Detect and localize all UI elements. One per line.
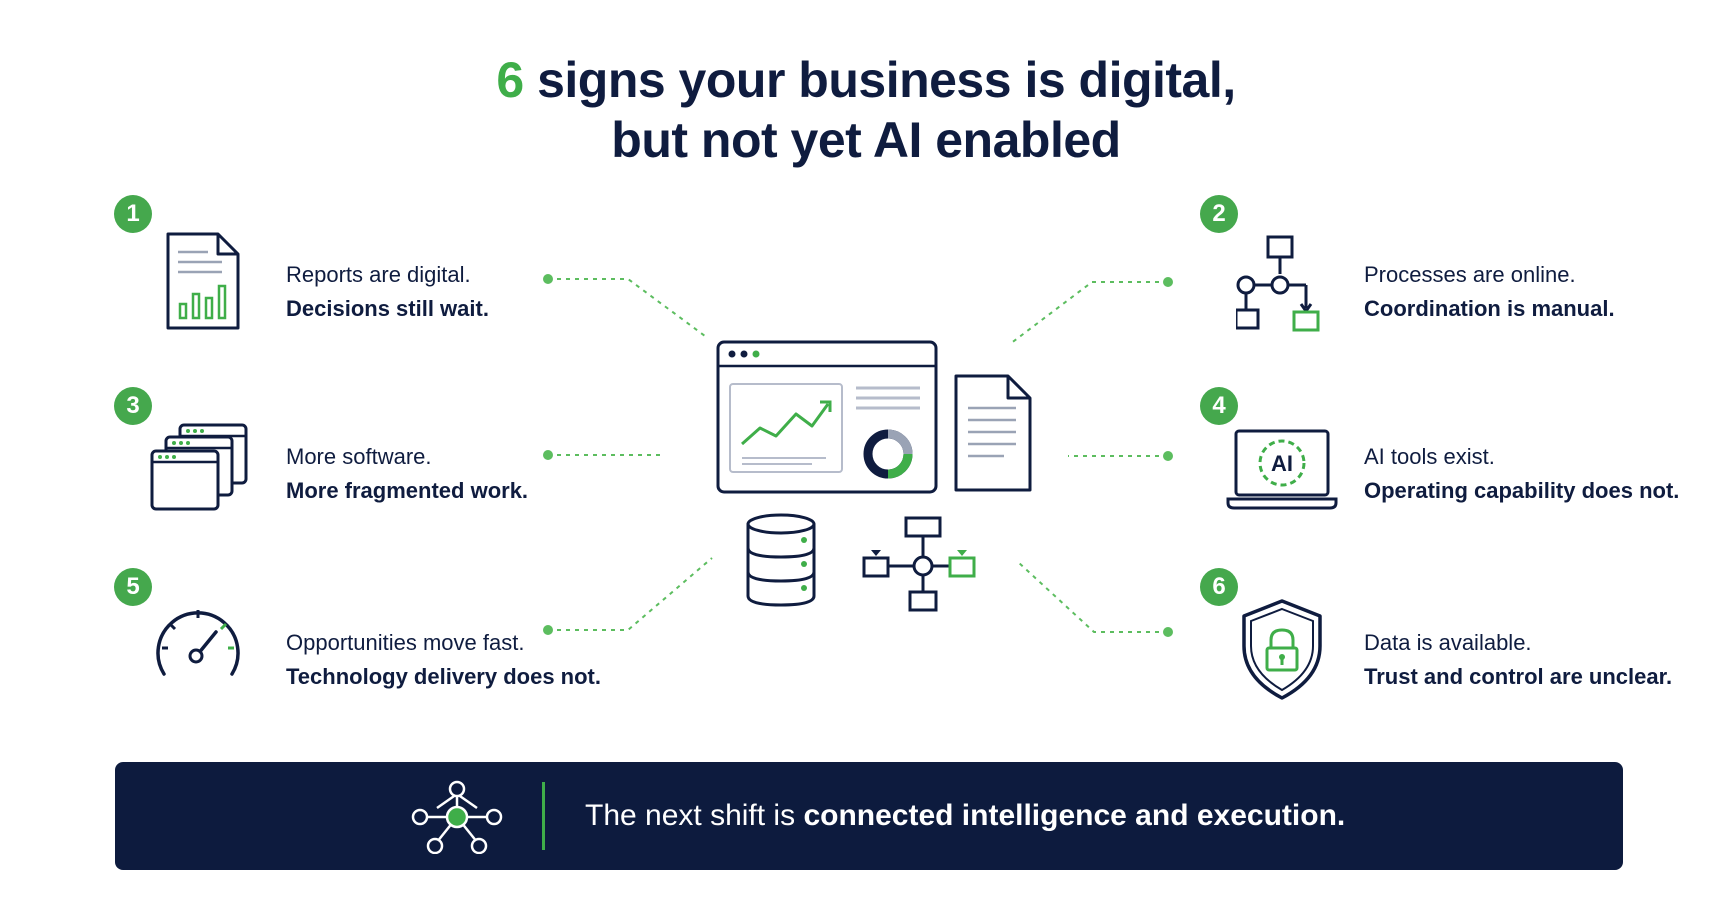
connector-2-dot: [1163, 277, 1173, 287]
connector-5: [548, 557, 713, 631]
sign-2-line-2: Coordination is manual.: [1364, 296, 1615, 321]
banner-text-bold: connected intelligence and execution.: [803, 799, 1346, 832]
title-accent-number: 6: [496, 52, 524, 108]
sign-1-text: Reports are digital. Decisions still wai…: [286, 258, 489, 326]
sign-6-badge: 6: [1200, 568, 1238, 606]
sign-3-line-1: More software.: [286, 444, 432, 469]
sign-3-line-2: More fragmented work.: [286, 478, 529, 503]
bottom-banner: The next shift is connected intelligence…: [115, 762, 1623, 870]
connector-1-dot: [543, 274, 553, 284]
sign-6-line-1: Data is available.: [1364, 630, 1532, 655]
sign-1-badge: 1: [114, 195, 152, 233]
sign-5-text: Opportunities move fast. Technology deli…: [286, 626, 601, 694]
connector-5-dot: [543, 625, 553, 635]
sign-4-text: AI tools exist. Operating capability doe…: [1364, 440, 1679, 508]
network-flow-icon: [862, 516, 976, 612]
sign-5-line-2: Technology delivery does not.: [286, 664, 601, 689]
report-chart-icon: [166, 232, 240, 330]
banner-text: The next shift is connected intelligence…: [585, 762, 1345, 870]
speedometer-icon: [156, 610, 240, 676]
ai-label: AI: [1271, 451, 1293, 476]
sign-1-line-2: Decisions still wait.: [286, 296, 489, 321]
sign-6-text: Data is available. Trust and control are…: [1364, 626, 1672, 694]
connector-4-dot: [1163, 451, 1173, 461]
title-line-1-text: signs your business is digital,: [537, 52, 1236, 108]
sign-2-badge: 2: [1200, 195, 1238, 233]
ai-laptop-icon: AI: [1226, 429, 1338, 510]
connector-3-dot: [543, 450, 553, 460]
banner-text-regular: The next shift is: [585, 799, 804, 832]
sign-4-line-2: Operating capability does not.: [1364, 478, 1680, 503]
connector-6-dot: [1163, 627, 1173, 637]
database-icon: [746, 513, 816, 607]
shield-lock-icon: [1242, 599, 1322, 700]
sign-3-badge: 3: [114, 387, 152, 425]
connector-1: [548, 278, 706, 337]
sign-2-line-1: Processes are online.: [1364, 262, 1576, 287]
title-line-2: but not yet AI enabled: [611, 112, 1121, 168]
sign-6-line-2: Trust and control are unclear.: [1364, 664, 1673, 689]
sign-1-line-1: Reports are digital.: [286, 262, 471, 287]
sign-4-line-1: AI tools exist.: [1364, 444, 1495, 469]
stacked-windows-icon: [150, 423, 248, 511]
connector-2: [1009, 281, 1168, 345]
sign-5-badge: 5: [114, 568, 152, 606]
banner-divider: [542, 782, 545, 850]
process-flow-icon: [1236, 235, 1320, 332]
sign-4-badge: 4: [1200, 387, 1238, 425]
sign-2-text: Processes are online. Coordination is ma…: [1364, 258, 1615, 326]
sign-5-line-1: Opportunities move fast.: [286, 630, 525, 655]
title-line-1: 6 signs your business is digital,: [0, 50, 1732, 110]
connector-6: [1017, 561, 1168, 633]
page-title: 6 signs your business is digital, but no…: [0, 50, 1732, 170]
document-icon: [954, 374, 1032, 492]
network-nodes-icon: [411, 780, 503, 854]
sign-3-text: More software. More fragmented work.: [286, 440, 528, 508]
dashboard-icon: [716, 340, 938, 494]
